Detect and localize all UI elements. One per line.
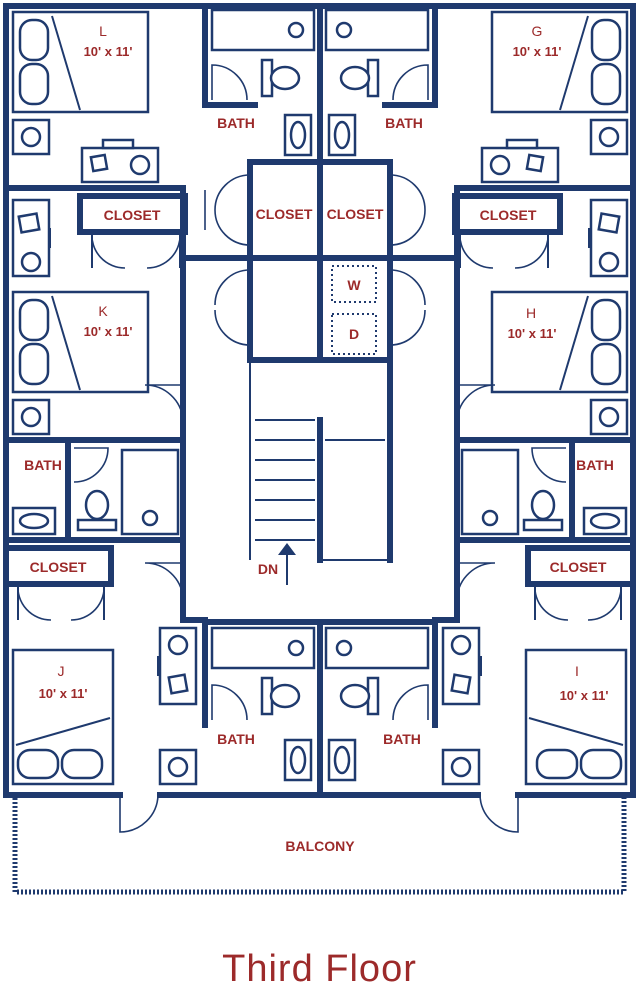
bath-label-bottom-right: BATH <box>383 731 421 747</box>
left-mid-bath <box>3 437 186 543</box>
balcony-label: BALCONY <box>285 838 355 854</box>
room-k-size: 10' x 11' <box>84 324 133 339</box>
room-g-letter: G <box>532 23 543 39</box>
room-i <box>441 545 636 833</box>
bath-label-top-left: BATH <box>217 115 255 131</box>
dryer-label: D <box>349 326 359 342</box>
room-j-size: 10' x 11' <box>39 686 88 701</box>
bottom-bath-block <box>202 619 438 798</box>
washer-label: W <box>347 277 361 293</box>
room-l <box>3 10 206 230</box>
closet-label-left-upper: CLOSET <box>104 207 161 223</box>
room-h-letter: H <box>526 305 536 321</box>
closet-label-right-upper: CLOSET <box>480 207 537 223</box>
room-l-letter: L <box>99 23 107 39</box>
bath-label-left-mid: BATH <box>24 457 62 473</box>
room-i-letter: I <box>575 663 579 679</box>
closet-label-core-left: CLOSET <box>256 206 313 222</box>
room-k <box>11 193 188 436</box>
bath-label-bottom-left: BATH <box>217 731 255 747</box>
stairs-down-label: DN <box>258 561 278 577</box>
room-g-size: 10' x 11' <box>513 44 562 59</box>
room-g <box>454 10 636 191</box>
closet-label-right-lower: CLOSET <box>550 559 607 575</box>
room-l-size: 10' x 11' <box>84 44 133 59</box>
room-k-letter: K <box>98 303 108 319</box>
floor-plan: L 10' x 11' G 10' x 11' K 10' x 11' H 10… <box>3 3 636 895</box>
right-mid-bath <box>454 437 636 543</box>
bath-label-right-mid: BATH <box>576 457 614 473</box>
room-j <box>3 545 198 833</box>
closet-label-left-lower: CLOSET <box>30 559 87 575</box>
closet-label-core-right: CLOSET <box>327 206 384 222</box>
room-i-size: 10' x 11' <box>560 688 609 703</box>
balcony <box>12 798 627 895</box>
labels: L 10' x 11' G 10' x 11' K 10' x 11' H 10… <box>24 23 614 854</box>
central-core <box>182 159 458 585</box>
hallway-walls <box>180 187 460 623</box>
floor-title: Third Floor <box>222 948 417 990</box>
room-h <box>452 193 629 436</box>
room-h-size: 10' x 11' <box>508 326 557 341</box>
room-j-letter: J <box>58 663 65 679</box>
top-bath-block <box>202 3 438 163</box>
bath-label-top-right: BATH <box>385 115 423 131</box>
